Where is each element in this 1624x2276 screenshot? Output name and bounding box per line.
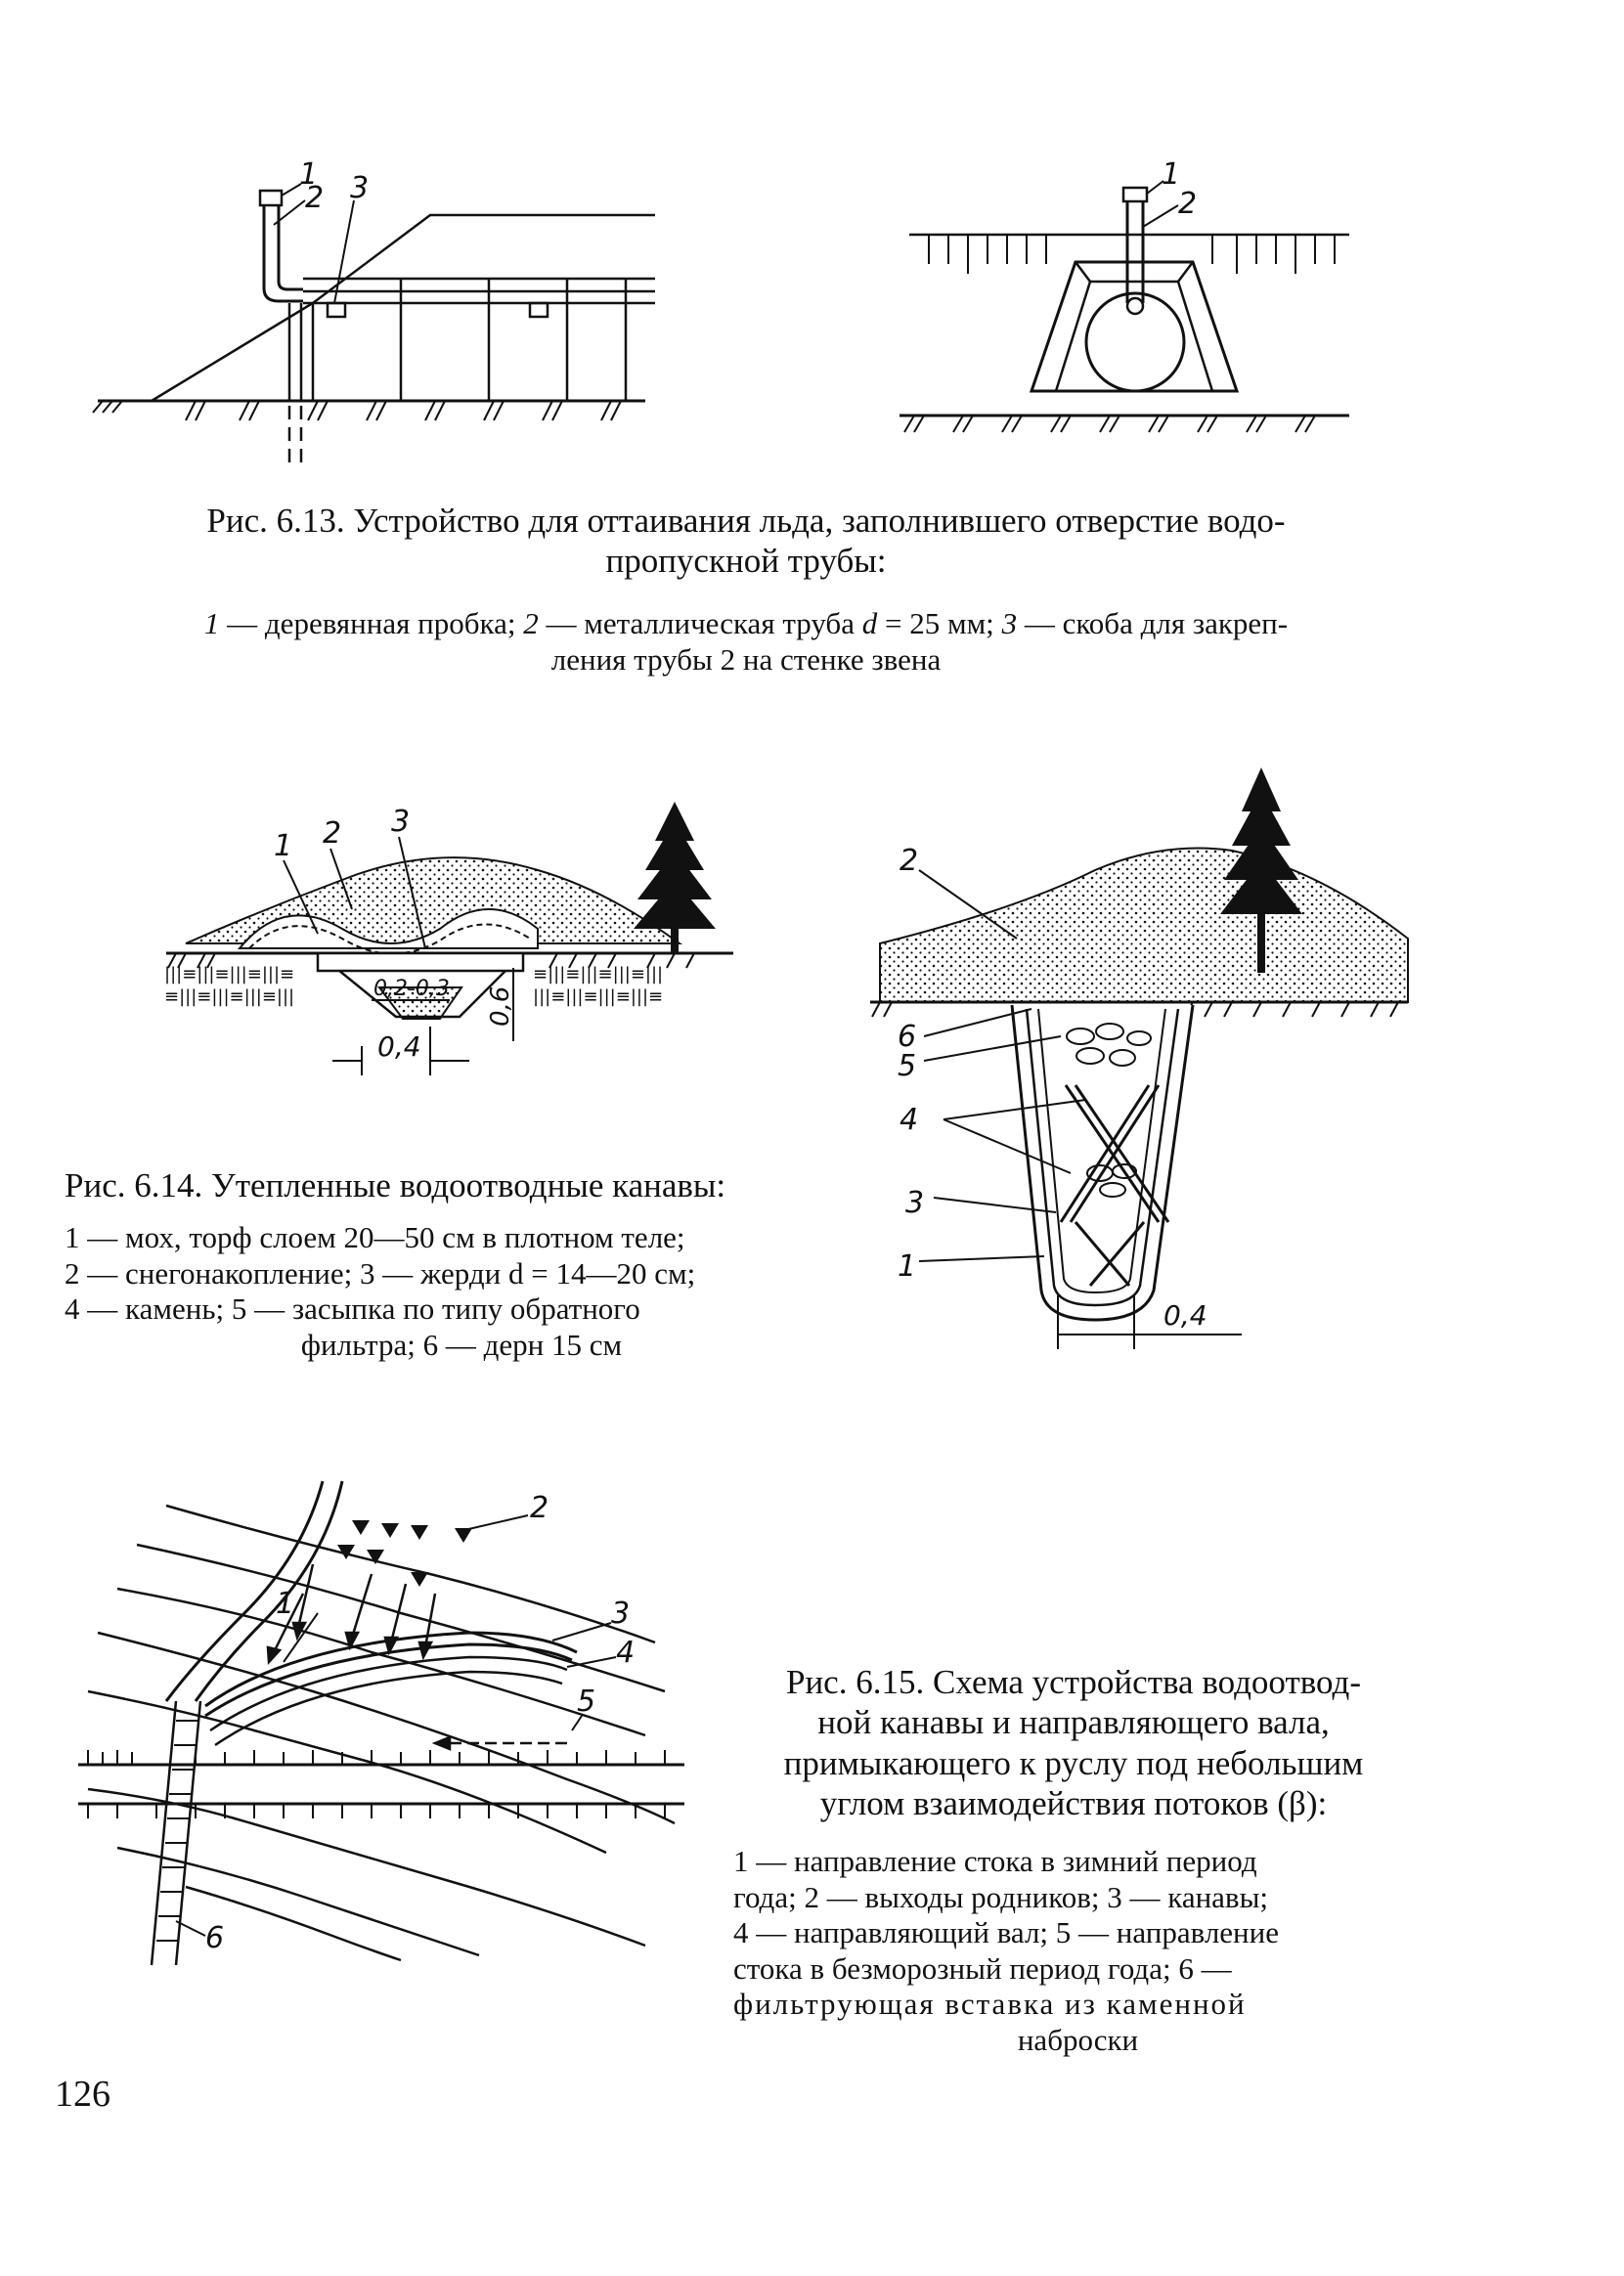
fig615-caption-legend: 1 — направление стока в зимний период го… [733,1844,1423,2058]
fig615-legend-line-4: стока в безморозный период года; 6 — [733,1950,1232,1986]
fig614-legend-line-4: фильтра; 6 — дерн 15 см [300,1327,623,1362]
fig614-right-label-1: 1 [898,1249,916,1284]
figure-6-15-drawing: 1 2 3 4 5 6 [78,1480,684,1966]
fig615-legend-line-3: 4 — направляющий вал; 5 — направление [733,1915,1279,1950]
page-number: 126 [55,2074,110,2115]
fig615-legend-line-6: наброски [1017,2022,1139,2057]
figure-6-14-right-drawing: 2 6 5 4 3 1 0,4 [870,767,1409,1349]
svg-text:≡|||≡|||≡|||≡|||: ≡|||≡|||≡|||≡||| [533,964,663,985]
fig614-left-dim-02-03: 0,2-0,3 [373,977,450,1001]
fig615-label-1: 1 [276,1587,294,1621]
fig614-legend-line-1: 1 — мох, торф слоем 20—50 см в плотном т… [65,1220,685,1254]
figure-6-13-left-drawing: 1 2 3 [92,157,655,469]
fig613-left-label-1: 1 [299,157,318,192]
fig615-caption-title: Рис. 6.15. Схема устройства водоотвод- н… [725,1662,1422,1823]
fig614-right-label-3: 3 [905,1186,924,1220]
fig613-left-label-3: 3 [350,171,369,205]
fig613-legend-text-2: — металлическая труба [538,606,862,640]
fig615-legend-line-2: года; 2 — выходы родников; 3 — канавы; [733,1879,1269,1914]
svg-text:|||≡|||≡|||≡|||≡: |||≡|||≡|||≡|||≡ [533,986,663,1007]
fig613-legend-text-3: = 25 мм; [877,606,1002,640]
fig615-title-line-2: ной канавы и направляющего вала, [817,1703,1330,1742]
fig614-left-label-3: 3 [391,805,410,839]
fig615-title-line-1: Рис. 6.15. Схема устройства водоотвод- [785,1663,1361,1701]
fig614-caption-title: Рис. 6.14. Утепленные водоотводные канав… [65,1166,726,1204]
fig615-title-line-4: углом взаимодействия потоков (β): [819,1783,1328,1822]
fig613-caption-legend: 1 — деревянная пробка; 2 — металлическая… [66,606,1426,678]
fig613-legend-line-1: 1 — деревянная пробка; 2 — металлическая… [66,606,1426,642]
fig614-right-label-5: 5 [898,1049,916,1083]
fig613-right-label-1: 1 [1162,157,1180,192]
fig613-right-label-2: 2 [1178,187,1197,221]
fig614-legend-line-3: 4 — камень; 5 — засыпка по типу обратног… [65,1291,640,1327]
fig615-legend-line-1: 1 — направление стока в зимний период [733,1844,1257,1878]
fig614-caption-legend: 1 — мох, торф слоем 20—50 см в плотном т… [65,1220,858,1363]
fig614-legend-line-2: 2 — снегонакопление; 3 — жерди d = 14—20… [65,1255,696,1291]
fig614-left-dim-06: 0,6 [486,986,515,1027]
figure-6-13-right-drawing: 1 2 [900,157,1349,433]
fig614-left-dim-04: 0,4 [377,1030,421,1063]
fig614-left-label-2: 2 [323,816,341,851]
fig613-legend-text-4: — скоба для закреп- [1017,606,1289,640]
fig614-left-label-1: 1 [274,829,292,863]
fig613-title-line-2: пропускной трубы: [605,542,887,581]
fig613-legend-text-1: — деревянная пробка; [219,606,524,640]
fig614-right-label-6: 6 [898,1020,916,1054]
fig615-label-6: 6 [205,1921,224,1955]
figure-6-14-left-drawing: |||≡|||≡|||≡|||≡ ≡|||≡|||≡|||≡||| ≡|||≡|… [164,802,733,1075]
fig615-label-2: 2 [530,1491,549,1525]
fig614-right-dim-04: 0,4 [1163,1299,1207,1332]
fig613-legend-num-2: 2 [523,606,539,640]
fig615-legend-line-5: фильтрующая вставка из каменной [733,1987,1247,2022]
fig613-caption-title: Рис. 6.13. Устройство для оттаивания льд… [66,501,1426,582]
fig615-title-line-3: примыкающего к руслу под небольшим [783,1743,1364,1782]
svg-text:|||≡|||≡|||≡|||≡: |||≡|||≡|||≡|||≡ [164,964,294,985]
fig615-label-3: 3 [611,1597,630,1631]
svg-text:≡|||≡|||≡|||≡|||: ≡|||≡|||≡|||≡||| [164,986,294,1007]
fig615-label-5: 5 [577,1685,595,1719]
fig613-legend-num-1: 1 [203,606,220,640]
fig613-left-label-2: 2 [305,181,324,215]
fig613-legend-num-3: 3 [1001,606,1018,640]
fig615-label-4: 4 [616,1636,635,1670]
fig613-legend-line-2: ления трубы 2 на стенке звена [550,641,942,677]
fig613-legend-var-d: d [861,606,878,640]
fig614-right-label-4: 4 [900,1103,918,1137]
fig613-title-line-1: Рис. 6.13. Устройство для оттаивания льд… [206,502,1286,540]
fig614-right-label-2: 2 [900,844,918,878]
